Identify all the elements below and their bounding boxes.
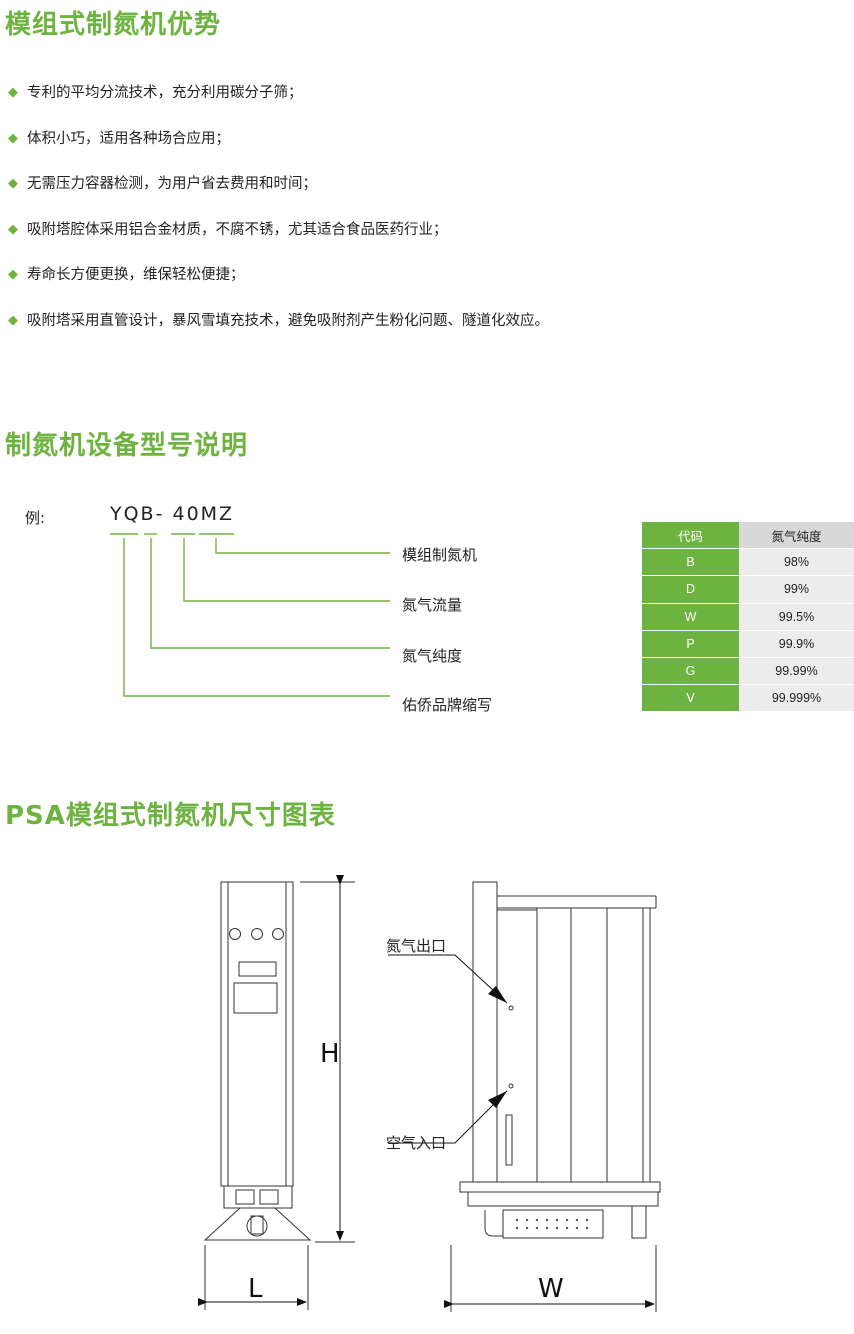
diamond-bullet-icon: ◆ xyxy=(8,267,18,282)
section-title-dimensions: PSA模组式制氮机尺寸图表 xyxy=(5,801,336,831)
filter-box xyxy=(502,1209,604,1239)
header-purity: 氮气纯度 xyxy=(739,522,854,550)
model-code: YQB- 40MZ xyxy=(110,503,235,525)
dim-w-label: W xyxy=(538,1274,564,1304)
list-item: ◆专利的平均分流技术，充分利用碳分子筛； xyxy=(8,82,549,128)
example-label: 例: xyxy=(25,509,46,527)
front-view-body xyxy=(220,881,294,1187)
outlet-label: 氮气出口 xyxy=(386,937,446,955)
front-base xyxy=(203,1207,312,1241)
list-item: ◆吸附塔腔体采用铝合金材质，不腐不锈，尤其适合食品医药行业； xyxy=(8,219,549,265)
diamond-bullet-icon: ◆ xyxy=(8,85,18,100)
side-base xyxy=(459,1181,661,1193)
gauge-icon xyxy=(229,928,241,940)
outlet-arrow-icon xyxy=(488,986,507,1003)
dimension-drawing: H L W 氮气出口 空气入口 xyxy=(198,875,661,1312)
list-item: ◆体积小巧，适用各种场合应用； xyxy=(8,128,549,174)
gauge-icon xyxy=(272,928,284,940)
inlet-arrow-icon xyxy=(488,1091,507,1108)
diamond-bullet-icon: ◆ xyxy=(8,221,18,237)
advantages-list: ◆专利的平均分流技术，充分利用碳分子筛； ◆体积小巧，适用各种场合应用； ◆无需… xyxy=(8,82,549,355)
dim-l-label: L xyxy=(248,1274,263,1304)
label-module: 模组制氮机 xyxy=(402,546,478,564)
diamond-bullet-icon: ◆ xyxy=(8,130,18,146)
section-title-model: 制氮机设备型号说明 xyxy=(5,431,249,461)
control-panel xyxy=(233,982,278,1014)
diamond-bullet-icon: ◆ xyxy=(8,312,18,328)
display-panel xyxy=(238,961,277,977)
gauge-icon xyxy=(251,928,263,940)
inlet-label: 空气入口 xyxy=(386,1134,446,1152)
header-code: 代码 xyxy=(642,522,739,550)
section-title-advantages: 模组式制氮机优势 xyxy=(5,10,222,40)
label-purity: 氮气纯度 xyxy=(402,647,463,665)
dim-h-label: H xyxy=(320,1039,340,1069)
list-item: ◆无需压力容器检测，为用户省去费用和时间； xyxy=(8,173,549,219)
side-view-column xyxy=(472,881,498,1183)
list-item: ◆寿命长方便更换，维保轻松便捷； xyxy=(8,264,549,310)
label-brand: 佑侨品牌缩写 xyxy=(402,696,493,714)
label-flow: 氮气流量 xyxy=(402,596,463,614)
model-code-diagram xyxy=(110,533,390,697)
table-header-row: 代码 氮气纯度 xyxy=(642,522,854,550)
diamond-bullet-icon: ◆ xyxy=(8,176,18,191)
list-item: ◆吸附塔采用直管设计，暴风雪填充技术，避免吸附剂产生粉化问题、隧道化效应。 xyxy=(8,310,549,356)
